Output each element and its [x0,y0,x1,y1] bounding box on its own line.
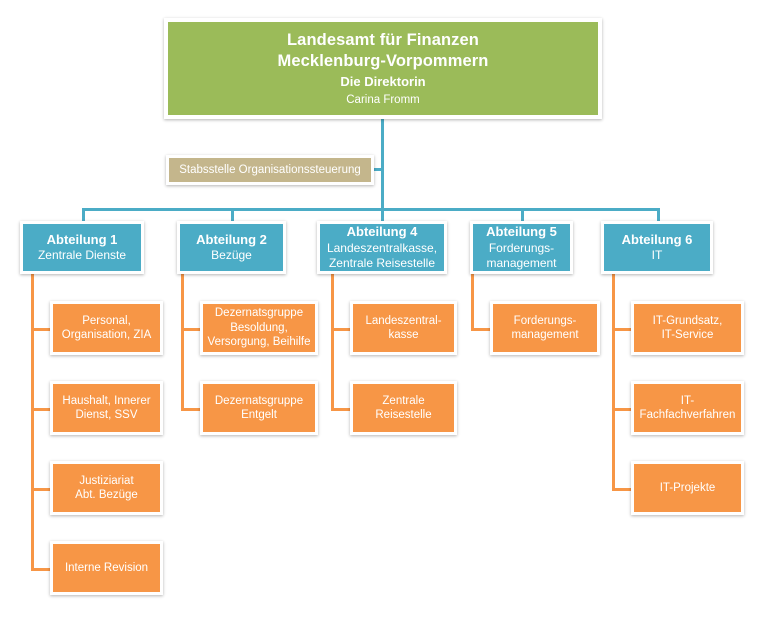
root-line1: Landesamt für Finanzen [287,31,479,50]
unit-line1-2-2: Dezernatsgruppe [214,394,304,407]
department-node-6[interactable]: Abteilung 6 IT [601,221,713,274]
department-title-4: Abteilung 4 [346,224,418,240]
department-title-2: Abteilung 2 [196,231,267,247]
unit-node-4-1[interactable]: Landeszentral- kasse [350,301,457,355]
unit-line2-6-1: IT-Service [661,329,714,341]
connector-dept-drop-1 [82,208,85,223]
connector-department-bus [82,208,659,211]
staff-unit-node[interactable]: Stabsstelle Organisationssteuerung [166,155,374,185]
unit-line1-1-1: Personal, [82,314,131,327]
unit-line1-1-4: Interne Revision [64,561,149,574]
connector-unit-trunk-4 [331,272,334,409]
department-subtitle-6: IT [651,248,663,263]
root-line2: Mecklenburg-Vorpommern [277,51,489,70]
connector-unit-branch-6-2 [612,408,631,411]
unit-node-1-2[interactable]: Haushalt, Innerer Dienst, SSV [50,381,163,435]
department-title-5: Abteilung 5 [486,224,557,240]
department-subtitle-5: Forderungs- [488,240,555,255]
unit-node-5-1[interactable]: Forderungs- management [490,301,600,355]
connector-unit-branch-6-1 [612,328,631,331]
connector-unit-branch-2-1 [181,328,200,331]
connector-dept-drop-6 [657,208,660,223]
unit-line1-2-1: Dezernatsgruppe [214,307,304,320]
department-subtitle-1: Zentrale Dienste [37,248,127,263]
staff-unit-label: Stabsstelle Organisationssteuerung [179,163,361,176]
connector-unit-branch-2-2 [181,408,200,411]
connector-unit-trunk-6 [612,272,615,488]
unit-node-6-1[interactable]: IT-Grundsatz, IT-Service [631,301,744,355]
department-node-4[interactable]: Abteilung 4 Landeszentralkasse, Zentrale… [317,221,447,274]
connector-unit-trunk-2 [181,272,184,409]
unit-line2-1-3: Abt. Bezüge [75,489,138,501]
root-line4: Carina Fromm [346,93,420,106]
unit-node-1-1[interactable]: Personal, Organisation, ZIA [50,301,163,355]
connector-dept-drop-4 [381,208,384,223]
unit-node-4-2[interactable]: Zentrale Reisestelle [350,381,457,435]
unit-line1-1-3: Justiziariat [79,474,134,487]
connector-unit-branch-6-3 [612,488,631,491]
unit-line1-6-1: IT-Grundsatz, [652,314,723,327]
connector-unit-branch-4-2 [331,408,350,411]
department-title-6: Abteilung 6 [621,231,693,247]
unit-node-6-2[interactable]: IT-Fachfachverfahren [631,381,744,435]
connector-unit-branch-1-4 [31,568,50,571]
connector-unit-branch-1-2 [31,408,50,411]
connector-unit-branch-5-1 [471,328,490,331]
root-line3: Die Direktorin [340,74,426,90]
connector-dept-drop-2 [231,208,234,223]
unit-line2-5-1: management [511,329,579,341]
department-title-1: Abteilung 1 [46,231,118,247]
connector-root-trunk [381,119,384,211]
unit-line1-4-2: Zentrale Reisestelle [375,394,432,421]
connector-staff-stub [372,168,384,171]
connector-unit-branch-1-3 [31,488,50,491]
unit-line1-1-2: Haushalt, Innerer [62,394,151,407]
connector-unit-branch-4-1 [331,328,350,331]
unit-node-6-3[interactable]: IT-Projekte [631,461,744,515]
department-subtitle2-4: Zentrale Reisestelle [328,255,436,270]
unit-line1-6-2: IT-Fachfachverfahren [639,394,736,421]
unit-line2-2-1: Besoldung, [230,321,288,334]
unit-line2-1-2: Dienst, SSV [75,409,138,421]
unit-node-1-3[interactable]: Justiziariat Abt. Bezüge [50,461,163,515]
department-subtitle-2: Bezüge [211,248,252,263]
unit-line2-1-1: Organisation, ZIA [61,329,152,341]
department-subtitle-4: Landeszentralkasse, [326,240,438,255]
connector-unit-branch-1-1 [31,328,50,331]
root-node[interactable]: Landesamt für Finanzen Mecklenburg-Vorpo… [164,18,602,119]
unit-node-2-2[interactable]: Dezernatsgruppe Entgelt [200,381,318,435]
connector-dept-drop-5 [521,208,524,223]
unit-line2-4-1: kasse [388,329,419,341]
unit-line1-4-1: Landeszentral- [365,314,442,327]
unit-line3-2-1: Versorgung, Beihilfe [207,336,311,349]
unit-line1-5-1: Forderungs- [513,314,577,327]
unit-node-1-4[interactable]: Interne Revision [50,541,163,595]
connector-unit-trunk-5 [471,272,474,331]
unit-line1-6-3: IT-Projekte [659,481,716,494]
department-node-5[interactable]: Abteilung 5 Forderungs- management [470,221,573,274]
department-subtitle2-5: management [486,255,557,270]
connector-unit-trunk-1 [31,272,34,569]
department-node-2[interactable]: Abteilung 2 Bezüge [177,221,286,274]
unit-line2-2-2: Entgelt [241,409,277,421]
unit-node-2-1[interactable]: Dezernatsgruppe Besoldung, Versorgung, B… [200,301,318,355]
department-node-1[interactable]: Abteilung 1 Zentrale Dienste [20,221,144,274]
